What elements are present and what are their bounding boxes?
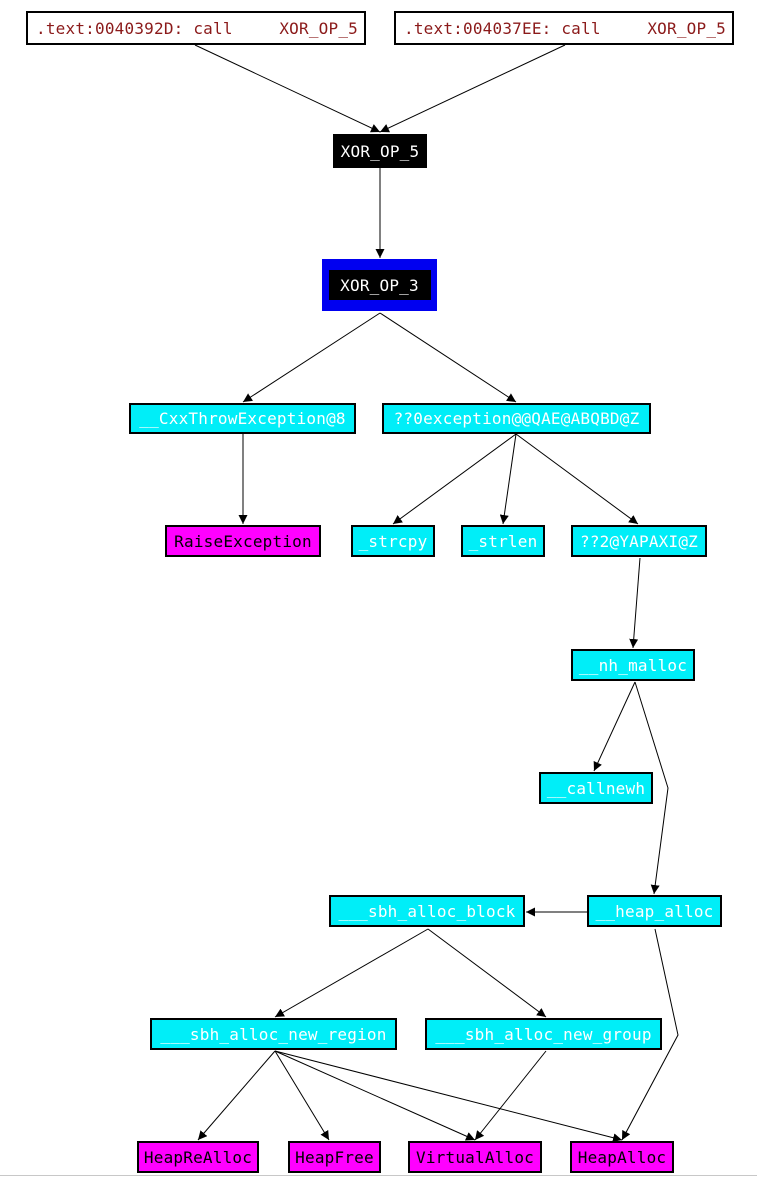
- edge-nh-malloc-to-callnewh: [593, 681, 636, 772]
- edge-ref2-to-xor-op-5: [379, 44, 566, 133]
- node-sbh-alloc-new-group[interactable]: ___sbh_alloc_new_group: [425, 1018, 662, 1050]
- caller-reference-2-address: .text:004037EE: call: [404, 18, 601, 38]
- edge-new-region-to-heap-free: [274, 1050, 330, 1141]
- node-strcpy[interactable]: _strcpy: [351, 525, 435, 557]
- node-strlen[interactable]: _strlen: [461, 525, 545, 557]
- node-operator-new[interactable]: ??2@YAPAXI@Z: [571, 525, 707, 557]
- node-xor-op-5[interactable]: XOR_OP_5: [333, 134, 427, 168]
- node-heap-alloc[interactable]: __heap_alloc: [587, 895, 722, 927]
- caller-reference-1[interactable]: .text:0040392D: call XOR_OP_5: [26, 11, 366, 45]
- node-heap-alloc-api[interactable]: HeapAlloc: [570, 1141, 674, 1173]
- edge-exception-ctor-to-op-new: [515, 433, 639, 525]
- node-callnewh[interactable]: __callnewh: [539, 772, 653, 804]
- node-sbh-alloc-new-region[interactable]: ___sbh_alloc_new_region: [150, 1018, 397, 1050]
- caller-reference-2-target: XOR_OP_5: [647, 18, 726, 38]
- node-nh-malloc[interactable]: __nh_malloc: [571, 649, 695, 681]
- edge-new-region-to-virtual-alloc: [274, 1050, 476, 1141]
- node-heap-realloc[interactable]: HeapReAlloc: [137, 1141, 259, 1173]
- edge-ref1-to-xor-op-5: [194, 44, 381, 133]
- edge-heap-alloc-to-heap-alloc-api: [621, 928, 679, 1141]
- caller-reference-1-address: .text:0040392D: call: [36, 18, 233, 38]
- node-sbh-alloc-block[interactable]: ___sbh_alloc_block: [329, 895, 525, 927]
- edge-sbh-alloc-block-to-new-group: [427, 928, 547, 1018]
- edge-xor-op-3-to-cxx-throw: [242, 312, 381, 403]
- edge-nh-malloc-to-heap-alloc: [634, 681, 669, 895]
- node-raise-exception[interactable]: RaiseException: [165, 525, 321, 557]
- edge-sbh-alloc-block-to-new-region: [274, 928, 429, 1018]
- node-exception-constructor[interactable]: ??0exception@@QAE@ABQBD@Z: [382, 403, 651, 434]
- edge-exception-ctor-to-strcpy: [392, 433, 517, 525]
- caller-reference-1-target: XOR_OP_5: [279, 18, 358, 38]
- node-virtual-alloc[interactable]: VirtualAlloc: [408, 1141, 542, 1173]
- bottom-divider: [0, 1175, 757, 1176]
- caller-reference-2[interactable]: .text:004037EE: call XOR_OP_5: [394, 11, 734, 45]
- edge-new-region-to-heap-realloc: [197, 1050, 276, 1141]
- edge-new-group-to-virtual-alloc: [474, 1050, 547, 1141]
- node-xor-op-3[interactable]: XOR_OP_3: [322, 259, 437, 311]
- edge-op-new-to-nh-malloc: [629, 557, 641, 649]
- edge-new-region-to-heap-alloc-api: [274, 1050, 623, 1143]
- edge-exception-ctor-to-strlen: [499, 433, 517, 525]
- node-xor-op-3-label: XOR_OP_3: [328, 270, 431, 300]
- edge-xor-op-3-to-exception-ctor: [379, 312, 517, 403]
- node-cxx-throw-exception[interactable]: __CxxThrowException@8: [129, 403, 356, 434]
- node-heap-free[interactable]: HeapFree: [288, 1141, 381, 1173]
